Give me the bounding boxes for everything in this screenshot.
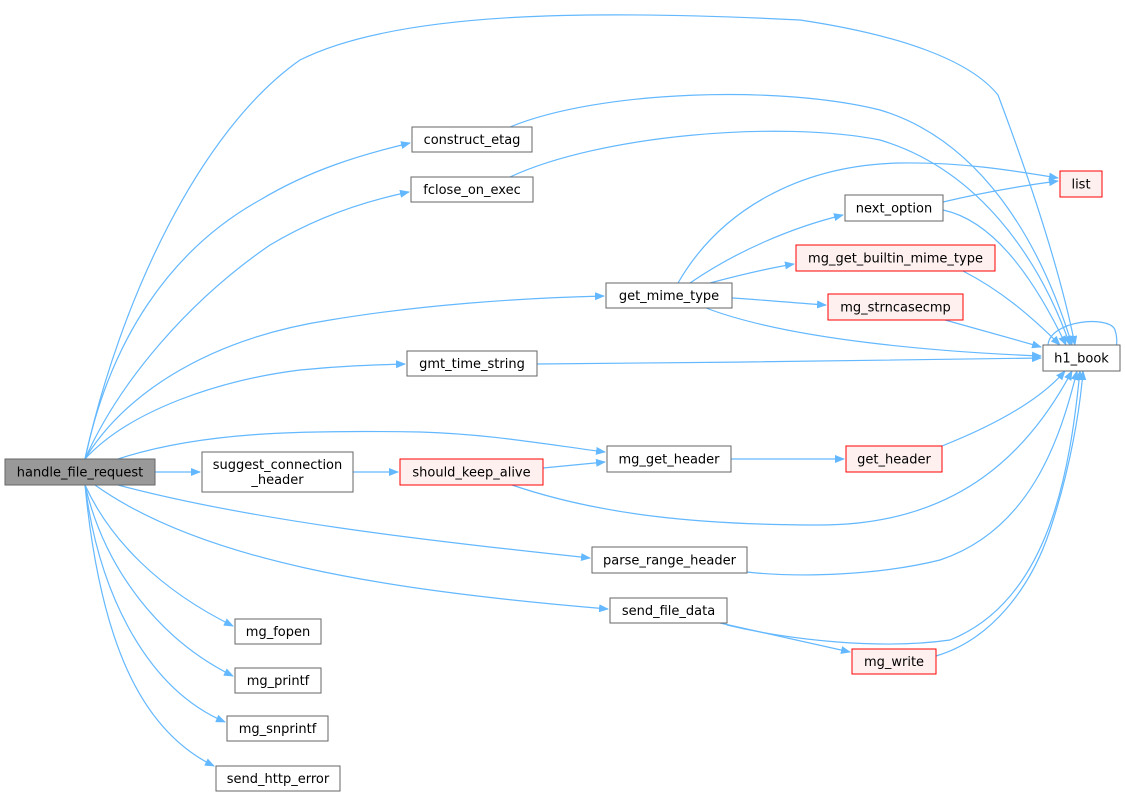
edge-send_file_data-to-h1_book [726, 370, 1084, 645]
node-box-send_file_data[interactable] [609, 597, 728, 624]
edge-handle_file_request-to-mg_snprintf [84, 484, 226, 723]
edge-next_option-to-h1_book [942, 209, 1067, 346]
node-get_mime_type[interactable]: get_mime_type [605, 282, 733, 309]
node-box-list[interactable] [1059, 170, 1103, 198]
node-label-handle_file_request: handle_file_request [17, 466, 144, 481]
node-fclose_on_exec[interactable]: fclose_on_exec [410, 176, 534, 203]
node-should_keep_alive[interactable]: should_keep_alive [399, 458, 544, 486]
node-label-send_http_error: send_http_error [227, 772, 330, 787]
edge-get_header-to-h1_book [941, 370, 1066, 447]
node-box-h1_book[interactable] [1042, 344, 1121, 372]
node-list[interactable]: list [1059, 170, 1103, 198]
edge-get_mime_type-to-next_option [689, 213, 844, 284]
node-box-suggest_connection_header[interactable] [201, 451, 354, 493]
node-handle_file_request[interactable]: handle_file_request [4, 458, 156, 486]
edge-get_mime_type-to-h1_book [705, 307, 1042, 360]
edge-get_mime_type-to-list [677, 162, 1059, 284]
node-box-parse_range_header[interactable] [591, 546, 748, 574]
node-suggest_connection_header[interactable]: suggest_connection_header [201, 451, 354, 493]
edge-should_keep_alive-to-mg_get_header [542, 458, 606, 469]
edge-handle_file_request-to-construct_etag [84, 141, 411, 460]
node-label-fclose_on_exec: fclose_on_exec [423, 183, 520, 198]
node-get_header[interactable]: get_header [845, 445, 943, 473]
edge-mg_write-to-h1_book [935, 370, 1087, 657]
edge-handle_file_request-to-send_file_data [94, 484, 609, 613]
node-send_http_error[interactable]: send_http_error [215, 765, 341, 792]
edge-construct_etag-to-h1_book [509, 93, 1074, 346]
node-box-get_header[interactable] [845, 445, 943, 473]
node-label-suggest_connection_header: suggest_connection [213, 458, 343, 473]
edge-mg_strncasecmp-to-h1_book [944, 319, 1042, 349]
edge-handle_file_request-to-mg_get_header [117, 430, 606, 460]
node-box-send_http_error[interactable] [215, 765, 341, 792]
edge-handle_file_request-to-gmt_time_string [84, 360, 406, 460]
edge-handle_file_request-to-send_http_error [84, 484, 215, 767]
node-mg_write[interactable]: mg_write [851, 648, 937, 675]
node-box-mg_write[interactable] [851, 648, 937, 675]
edge-next_option-to-list [942, 178, 1059, 203]
edge-get_mime_type-to-mg_strncasecmp [731, 297, 827, 309]
node-label-get_header: get_header [857, 453, 931, 468]
node-mg_printf[interactable]: mg_printf [234, 667, 322, 694]
node-label-parse_range_header: parse_range_header [603, 554, 737, 569]
node-label-should_keep_alive: should_keep_alive [412, 466, 530, 481]
node-box-mg_strncasecmp[interactable] [827, 293, 964, 321]
node-box-mg_get_header[interactable] [606, 445, 732, 473]
node-label-get_mime_type: get_mime_type [619, 289, 719, 304]
node-label-send_file_data: send_file_data [622, 604, 715, 619]
node-label-mg_printf: mg_printf [247, 674, 310, 689]
nodes-layer: handle_file_request construct_etag fclose_… [4, 126, 1121, 792]
edges-layer [84, 14, 1121, 767]
node-box-construct_etag[interactable] [411, 126, 533, 153]
edge-handle_file_request-to-parse_range_header [117, 484, 591, 562]
edge-handle_file_request-to-mg_fopen [84, 484, 234, 627]
edge-fclose_on_exec-to-h1_book [509, 130, 1071, 346]
node-next_option[interactable]: next_option [844, 194, 944, 222]
node-box-get_mime_type[interactable] [605, 282, 733, 309]
node-label-mg_snprintf: mg_snprintf [239, 722, 317, 737]
node-send_file_data[interactable]: send_file_data [609, 597, 728, 624]
node-box-next_option[interactable] [844, 194, 944, 222]
node-box-mg_printf[interactable] [234, 667, 322, 694]
node-box-mg_snprintf[interactable] [226, 715, 329, 742]
node-box-fclose_on_exec[interactable] [410, 176, 534, 203]
node-gmt_time_string[interactable]: gmt_time_string [406, 350, 538, 377]
edge-mg_get_builtin_mime_type-to-h1_book [962, 270, 1061, 346]
node-mg_get_header[interactable]: mg_get_header [606, 445, 732, 473]
node-label-mg_get_header: mg_get_header [618, 453, 720, 468]
node-label-construct_etag: construct_etag [424, 133, 521, 148]
node-box-mg_get_builtin_mime_type[interactable] [795, 244, 996, 272]
node-label-suggest_connection_header: _header [250, 473, 304, 488]
edge-should_keep_alive-to-h1_book [511, 370, 1073, 526]
edge-handle_file_request-to-h1_book [84, 14, 1078, 460]
node-label-mg_write: mg_write [864, 655, 924, 670]
node-construct_etag[interactable]: construct_etag [411, 126, 533, 153]
edge-get_mime_type-to-mg_get_builtin_mime_type [709, 261, 795, 284]
node-box-mg_fopen[interactable] [234, 618, 322, 645]
edge-handle_file_request-to-mg_printf [84, 484, 234, 677]
node-mg_snprintf[interactable]: mg_snprintf [226, 715, 329, 742]
node-box-gmt_time_string[interactable] [406, 350, 538, 377]
node-mg_strncasecmp[interactable]: mg_strncasecmp [827, 293, 964, 321]
edge-handle_file_request-to-fclose_on_exec [84, 189, 410, 460]
node-box-should_keep_alive[interactable] [399, 458, 544, 486]
node-mg_fopen[interactable]: mg_fopen [234, 618, 322, 645]
node-parse_range_header[interactable]: parse_range_header [591, 546, 748, 574]
node-label-mg_get_builtin_mime_type: mg_get_builtin_mime_type [808, 252, 983, 267]
edge-handle_file_request-to-get_mime_type [84, 292, 605, 460]
node-label-h1_book: h1_book [1054, 352, 1109, 367]
node-label-next_option: next_option [856, 202, 932, 217]
node-label-mg_fopen: mg_fopen [246, 625, 310, 640]
node-label-list: list [1071, 178, 1090, 193]
node-mg_get_builtin_mime_type[interactable]: mg_get_builtin_mime_type [795, 244, 996, 272]
node-label-gmt_time_string: gmt_time_string [419, 357, 525, 372]
edge-gmt_time_string-to-h1_book [536, 354, 1042, 365]
node-box-handle_file_request[interactable] [4, 458, 156, 486]
node-h1_book[interactable]: h1_book [1042, 344, 1121, 372]
edge-parse_range_header-to-h1_book [746, 370, 1079, 576]
node-label-mg_strncasecmp: mg_strncasecmp [840, 301, 951, 316]
